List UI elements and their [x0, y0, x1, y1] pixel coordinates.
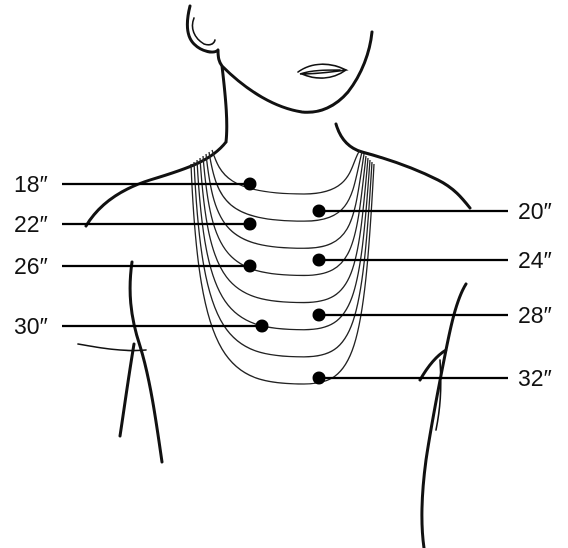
length-dot — [313, 372, 326, 385]
length-dot — [244, 260, 257, 273]
arm-left-inner — [120, 344, 134, 436]
length-label: 32″ — [518, 365, 552, 391]
arm-right — [422, 284, 466, 548]
length-dot — [244, 178, 257, 191]
length-label: 26″ — [14, 253, 48, 279]
length-dot — [313, 254, 326, 267]
length-marker-5: 26″ — [14, 253, 257, 279]
length-label: 22″ — [14, 211, 48, 237]
length-marker-1: 18″ — [14, 171, 257, 197]
body-outline — [78, 6, 470, 548]
chain-1 — [212, 150, 360, 194]
length-marker-2: 20″ — [313, 198, 552, 224]
chain-3 — [206, 154, 364, 248]
length-marker-4: 24″ — [313, 247, 552, 273]
length-marker-8: 32″ — [313, 365, 552, 391]
length-label: 30″ — [14, 313, 48, 339]
face-outline — [187, 6, 372, 112]
length-dot — [244, 218, 257, 231]
length-label: 28″ — [518, 302, 552, 328]
length-dot — [256, 320, 269, 333]
arm-left — [130, 262, 162, 462]
length-markers: 18″ 20″ 22″ 24″ 26″ 28″ 30″ 32″ — [14, 171, 552, 391]
length-label: 24″ — [518, 247, 552, 273]
length-label: 20″ — [518, 198, 552, 224]
ear-outline — [192, 18, 215, 45]
mouth — [298, 64, 346, 74]
length-label: 18″ — [14, 171, 48, 197]
length-dot — [313, 309, 326, 322]
chain-5 — [200, 158, 368, 303]
length-marker-7: 30″ — [14, 313, 269, 339]
length-dot — [313, 205, 326, 218]
neck-left — [222, 66, 227, 142]
neck-right — [336, 124, 362, 152]
chest-left — [78, 344, 146, 351]
chain-8 — [191, 164, 374, 384]
shoulder-right — [362, 152, 470, 208]
chain-4 — [203, 156, 366, 275]
